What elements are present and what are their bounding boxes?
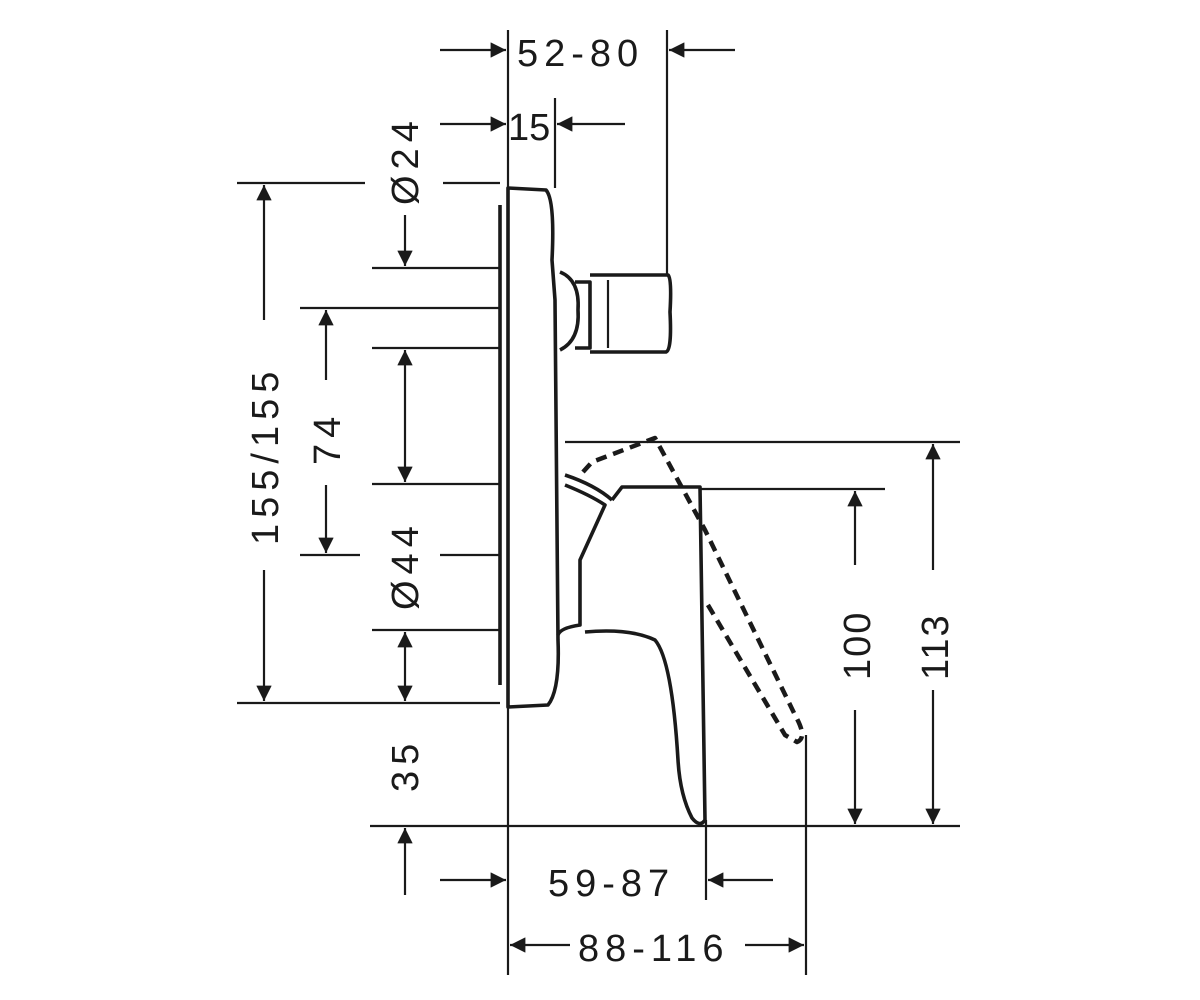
dim-total-depth: 88-116 [578, 928, 730, 970]
dim-lever-height-2: 113 [915, 613, 957, 680]
dim-total-height: 155/155 [245, 366, 287, 545]
dim-flange-depth: 15 [508, 107, 550, 149]
extension-lines [237, 30, 960, 975]
dim-lever-height-1: 100 [837, 611, 879, 680]
dim-lever-depth: 59-87 [548, 863, 675, 905]
dim-diameter-mid: Ø44 [385, 520, 427, 610]
dim-top-width: 52-80 [517, 33, 644, 75]
lever-alt-position [581, 435, 805, 745]
dim-diameter-top: Ø24 [385, 115, 427, 205]
valve-outline [498, 186, 707, 826]
dimension-arrows [256, 42, 941, 953]
dim-bottom-offset: 35 [385, 738, 427, 792]
dim-mid-height: 74 [307, 411, 349, 465]
